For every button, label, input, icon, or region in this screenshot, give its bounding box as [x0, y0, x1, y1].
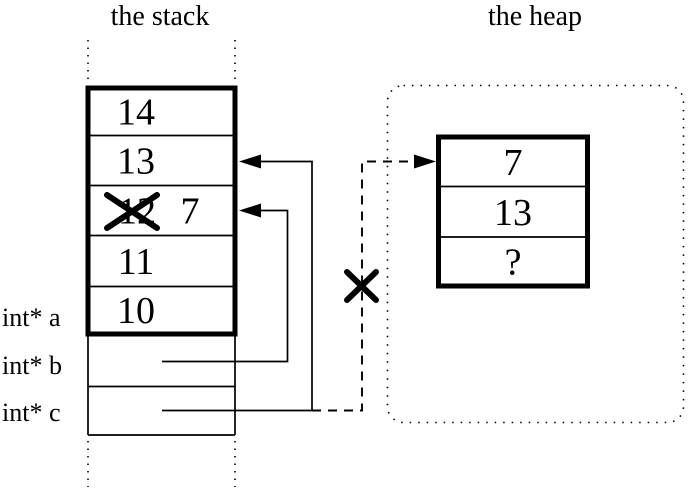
heap-cell-value-13: 13	[494, 192, 532, 234]
stack-title: the stack	[111, 1, 210, 32]
stack-cell-value-10: 10	[117, 290, 155, 332]
broken-link-x-stroke-2	[344, 269, 379, 303]
dangling-pointer	[312, 154, 436, 412]
stack-frame-box	[85, 85, 238, 337]
heap-cell-value-question: ?	[505, 242, 522, 284]
dangling-pointer-dashed-line	[312, 160, 414, 412]
pointer-c-arrowhead-icon	[239, 154, 261, 169]
pointer-b	[162, 203, 289, 363]
broken-link-x-icon	[344, 269, 379, 303]
heap-block-box	[436, 134, 590, 289]
stack-cell-value-13: 13	[117, 141, 155, 183]
pointer-b-arrowhead-icon	[239, 203, 261, 218]
pointer-b-line	[162, 209, 289, 363]
pointer-c-line	[162, 160, 313, 412]
stack-cell-new-value-7: 7	[181, 191, 200, 233]
var-label-c: int* c	[2, 398, 61, 427]
pointer-c	[162, 154, 313, 412]
stack-cell-value-14: 14	[117, 92, 155, 134]
heap-cell-value-7: 7	[504, 142, 523, 184]
stack-cell-value-11: 11	[118, 241, 155, 283]
crossout-x-stroke-2	[104, 192, 160, 231]
crossout-x-icon	[104, 192, 160, 231]
var-label-a: int* a	[2, 303, 61, 332]
dangling-pointer-arrowhead-icon	[414, 154, 436, 169]
heap-region: 7 13 ?	[386, 84, 685, 424]
stack-region: 14 13 12 7 11 10 int* a int* b int* c	[2, 40, 238, 487]
heap-title: the heap	[488, 1, 582, 32]
var-label-b: int* b	[2, 351, 62, 380]
